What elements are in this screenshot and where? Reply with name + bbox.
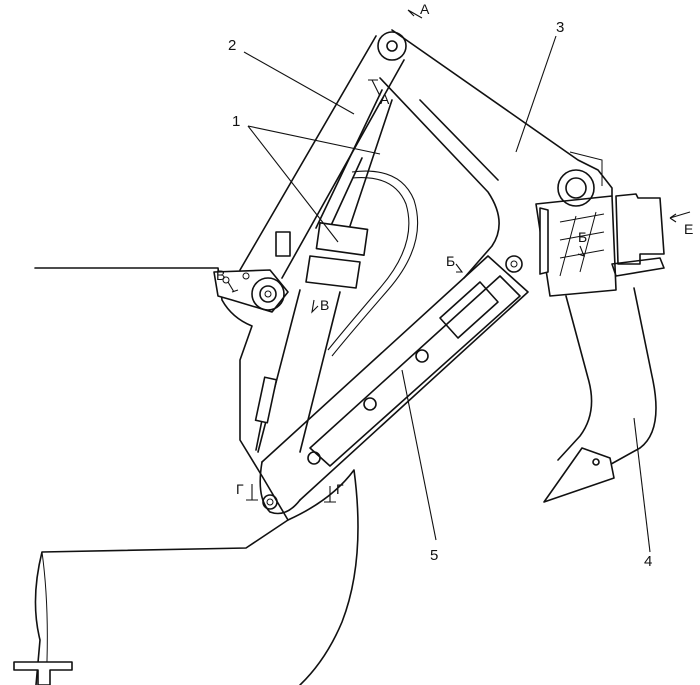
hydraulic-hose	[327, 170, 419, 357]
callout-4: 4	[644, 553, 652, 570]
left-pivot-boss	[251, 277, 285, 311]
section-label-b-left: Б	[446, 253, 455, 269]
hydraulic-cylinder	[254, 89, 393, 453]
section-label-a-top: А	[420, 1, 430, 17]
cutting-edge-profile	[13, 661, 73, 685]
cylinder-fitting	[254, 376, 278, 424]
section-label-e-view: Е	[684, 221, 693, 237]
section-label-v-left: В	[216, 267, 225, 283]
leader-lines	[243, 35, 651, 553]
cylinder-clamp	[315, 221, 369, 257]
rear-clamp	[615, 193, 665, 265]
ripper-tooth	[543, 447, 615, 503]
left-bracket	[213, 269, 289, 313]
top-pivot-boss	[377, 31, 407, 61]
section-label-g-right: Г	[336, 481, 344, 497]
beam-pivot	[505, 255, 523, 273]
callout-1: 1	[232, 113, 240, 130]
link-arm	[239, 31, 407, 279]
section-arrows	[227, 9, 691, 503]
section-label-v-right: В	[320, 297, 329, 313]
shank-pivot-boss	[557, 169, 595, 207]
section-label-g-left: Г	[236, 481, 244, 497]
frame-plate	[379, 29, 613, 279]
lower-pivot	[262, 494, 278, 510]
section-label-a-mid: А	[380, 91, 390, 107]
ripper-beam	[259, 255, 529, 515]
section-label-b-right: Б	[578, 229, 587, 245]
arm-block	[275, 231, 291, 257]
callout-5: 5	[430, 547, 438, 564]
bucket	[13, 267, 359, 685]
callout-2: 2	[228, 37, 236, 54]
ripper-shank	[543, 287, 657, 503]
callout-3: 3	[556, 19, 564, 36]
top-pivot-pin	[386, 40, 398, 52]
shank-holder	[535, 169, 665, 297]
